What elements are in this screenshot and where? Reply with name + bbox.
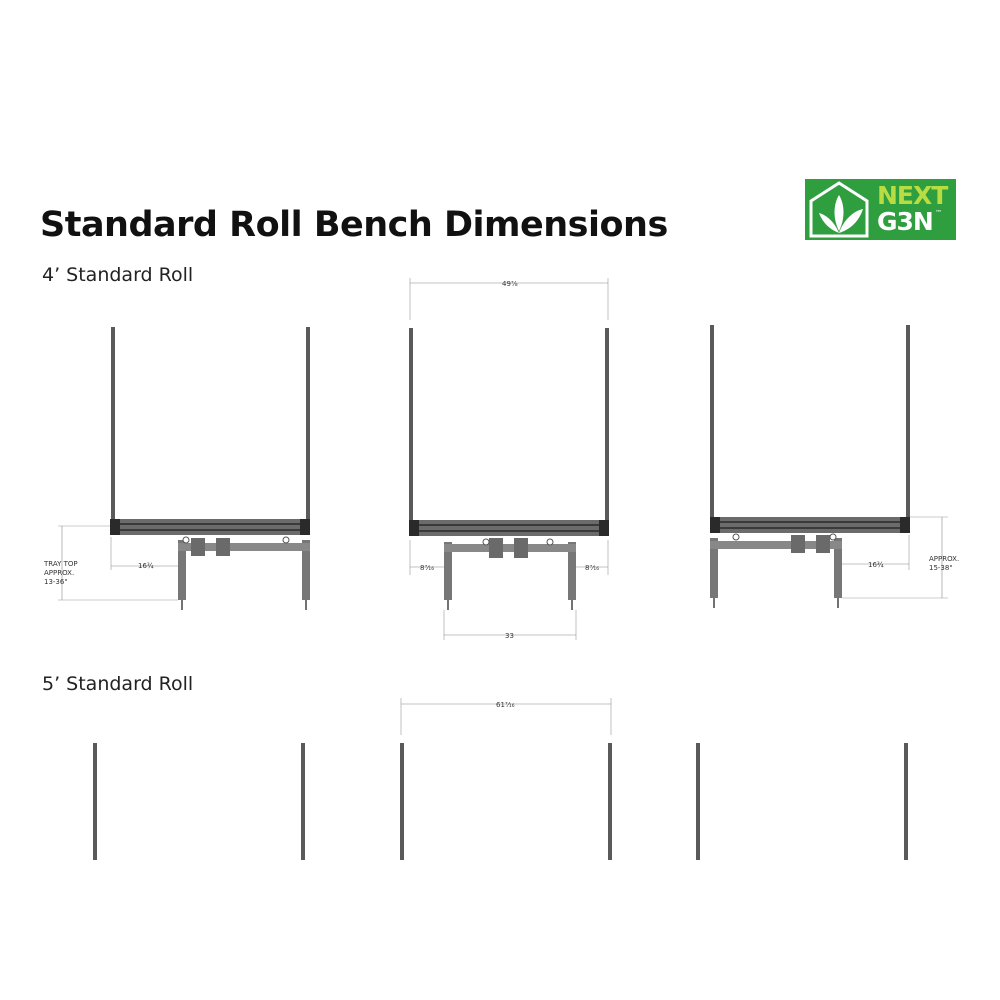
post [608,743,612,860]
post [111,327,115,519]
section-label-4ft: 4’ Standard Roll [42,264,194,286]
post [400,743,404,860]
note-line2: 15-38" [929,564,953,572]
note-line3: 13-36" [44,578,68,586]
dim-49-7-8: 49⅞ [502,280,518,288]
dim-16-3-4: 16¾ [868,561,884,569]
5ft-center-view: 61⁷⁄₁₆ [400,698,612,860]
5ft-right-view [696,743,908,860]
post [696,743,700,860]
next-g3n-logo: NEXT G3N ™ [805,179,956,240]
section-label-5ft: 5’ Standard Roll [42,673,194,695]
note-line1: APPROX. [929,555,959,563]
note-line1: TRAY TOP [43,560,78,568]
dim-61-7-16: 61⁷⁄₁₆ [496,701,515,709]
logo-g3n-text: G3N [877,207,934,236]
4ft-left-view: 16¾ TRAY TOP APPROX. 13-36" [43,327,310,610]
dim-8-7-16-left: 8⁷⁄₁₆ [420,564,434,572]
post [904,743,908,860]
post [93,743,97,860]
roll-rail [409,520,609,536]
post [906,325,910,517]
post [306,327,310,519]
dim-8-7-16-right: 8⁷⁄₁₆ [585,564,599,572]
roll-rail [710,517,910,533]
page-title: Standard Roll Bench Dimensions [40,205,668,245]
note-line2: APPROX. [44,569,74,577]
roll-rail [110,519,310,535]
dim-16-3-4: 16¾ [138,562,154,570]
post [710,325,714,517]
dim-33: 33 [505,632,514,640]
logo-tm: ™ [935,209,942,217]
post [301,743,305,860]
5ft-left-view [93,743,305,860]
post [605,328,609,520]
house-leaf-icon [809,181,869,238]
4ft-center-view: 49⅞ 8⁷⁄₁₆ 8⁷⁄₁₆ 33 [409,278,609,640]
logo-next-text: NEXT [877,181,948,210]
4ft-right-view: 16¾ APPROX. 15-38" [710,325,959,608]
post [409,328,413,520]
